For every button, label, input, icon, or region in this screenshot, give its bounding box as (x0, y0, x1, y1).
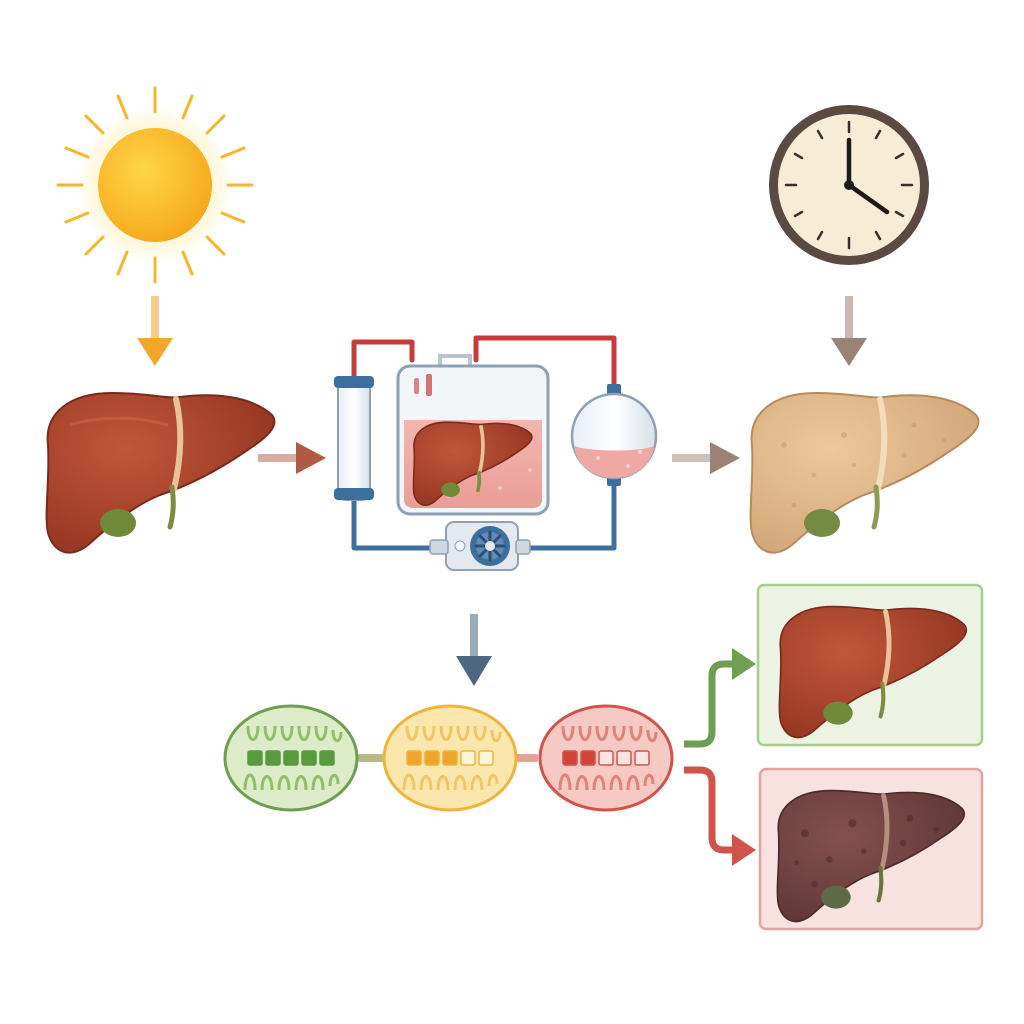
level-square (442, 750, 458, 766)
level-square (283, 750, 299, 766)
sun-to-liver-arrow (137, 296, 173, 366)
level-square (598, 750, 614, 766)
level-square (406, 750, 422, 766)
level-square (460, 750, 476, 766)
liver-to-machine-arrow (258, 442, 326, 474)
level-square (580, 750, 596, 766)
level-square (247, 750, 263, 766)
stored-liver-pale-icon (749, 391, 980, 554)
outcome-healthy-liver-icon (778, 605, 968, 739)
outcome-good-panel (756, 583, 984, 747)
level-square (634, 750, 650, 766)
level-square (616, 750, 632, 766)
outcome-bad-arrow (684, 766, 756, 866)
level-square (424, 750, 440, 766)
mito-yellow-level-indicator (406, 750, 494, 766)
level-square (478, 750, 494, 766)
sun-icon (56, 86, 254, 284)
clock-icon (769, 105, 929, 265)
machine-to-mitochondria-arrow (456, 614, 492, 686)
clock-to-liver-arrow (831, 296, 867, 366)
mito-connector (516, 754, 538, 762)
mito-green-level-indicator (247, 750, 335, 766)
perfusion-machine-icon (334, 335, 658, 571)
machine-to-liver-arrow (672, 442, 740, 474)
donor-liver-healthy-icon (45, 391, 276, 554)
mito-connector (358, 754, 384, 762)
level-square (562, 750, 578, 766)
level-square (265, 750, 281, 766)
outcome-damaged-liver-icon (776, 789, 966, 923)
outcome-good-arrow (684, 648, 756, 748)
level-square (319, 750, 335, 766)
level-square (301, 750, 317, 766)
outcome-bad-panel (758, 767, 984, 931)
mito-red-level-indicator (562, 750, 650, 766)
